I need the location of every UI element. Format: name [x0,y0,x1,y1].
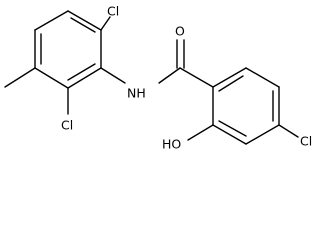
bond-c1-n [100,67,126,84]
bond-cl-top [100,16,111,31]
bond-c1-c2 [67,67,102,89]
bond-c5-c6 [67,10,102,31]
bond-c4-c5 [34,10,69,31]
bond-cl-right [278,124,299,138]
nh-label: NH [127,86,146,101]
bond-methyl [4,67,36,88]
bond-oh [187,124,214,141]
double-bond-inner-c [70,17,96,33]
bond-r4-r5 [245,124,280,145]
hydroxyl-label: HO [162,137,181,152]
bond-carbonyl-ring [179,67,214,88]
bond-r1-r2 [212,67,247,88]
bond-r2-r3 [245,67,280,88]
cl-bottom-label: Cl [61,118,73,133]
bond-n-carbonyl [158,67,181,84]
double-bond-inner-d [218,75,244,92]
molecule-diagram: Cl Cl NH O HO Cl [4,4,312,152]
double-bond-inner-a [67,63,96,81]
left-ring [34,10,102,89]
right-ring [212,67,280,145]
double-bond-inner-f [218,120,247,137]
bond-c2-c3 [34,67,69,89]
oxygen-label: O [175,24,185,39]
cl-right-label: Cl [300,134,312,149]
cl-top-label: Cl [107,4,119,19]
bond-r5-r6 [212,124,247,145]
